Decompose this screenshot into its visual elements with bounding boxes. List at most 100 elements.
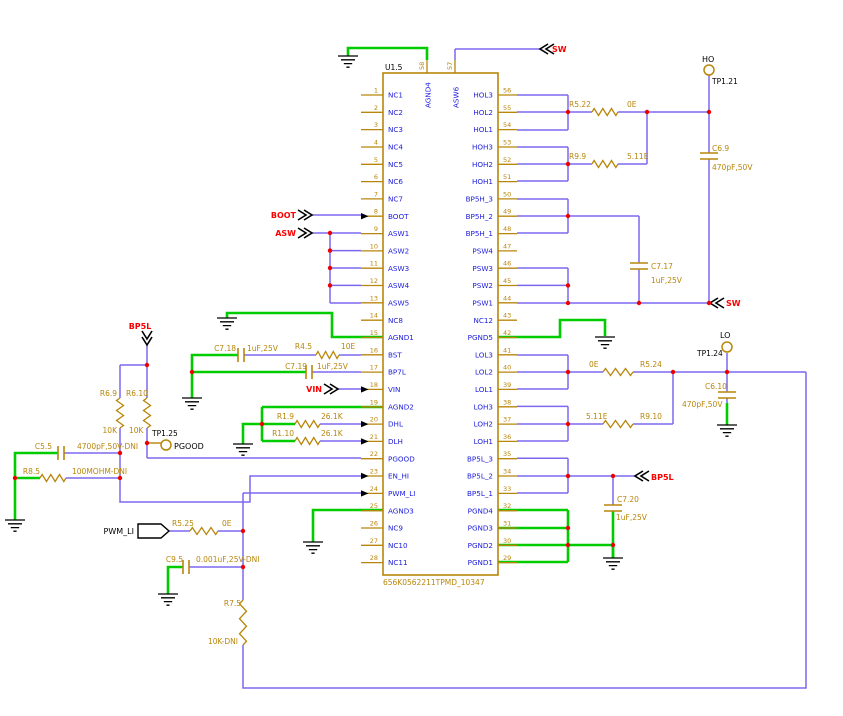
component-value: 0E	[589, 360, 599, 369]
gnd-wire-c5-5-r8-5	[13, 451, 58, 520]
pin-name: HOL2	[473, 108, 493, 117]
ground-symbol	[217, 317, 237, 330]
component-refdes: C6.10	[705, 382, 727, 391]
pin-number: 4	[374, 139, 378, 147]
pin-name: HOH1	[472, 177, 493, 186]
pin-name: BOOT	[388, 212, 409, 221]
net-label-asw: ASW	[275, 229, 296, 238]
pin-number: 11	[370, 260, 378, 268]
pin-number: 37	[503, 416, 511, 424]
component-refdes: R9.9	[569, 152, 586, 161]
pin-name: LOH2	[474, 420, 493, 429]
pin-number: 22	[370, 450, 378, 458]
connector-chevron-asw	[297, 227, 314, 239]
pin-name: LOH3	[474, 402, 493, 411]
capacitor-c9-5	[182, 560, 190, 574]
test-point-tp1-24	[721, 341, 733, 353]
pin-name: ASW3	[388, 264, 409, 273]
junction-dot	[636, 300, 642, 306]
test-point-net-label: LO	[720, 331, 730, 340]
pin-number: 47	[503, 242, 511, 250]
capacitor-c6-9	[700, 152, 718, 160]
component-value: 470pF,50V	[712, 163, 753, 172]
component-value: 10K	[103, 426, 119, 435]
pin-number: 1	[374, 87, 378, 95]
wire-bp5l-right	[517, 457, 635, 505]
port-label-pwm-li: PWM_LI	[104, 527, 134, 536]
pin-number: 41	[503, 346, 511, 354]
pin-name: LOL3	[475, 350, 493, 359]
pin-number: 32	[503, 502, 511, 510]
ic-part-number: 656K0562211TPMD_10347	[383, 578, 485, 587]
pin-number: 27	[370, 537, 378, 545]
pin-number: 42	[503, 329, 511, 337]
pin-number: 51	[503, 173, 511, 181]
pin-name: ASW4	[388, 281, 410, 290]
connector-chevron-boot	[297, 209, 314, 221]
net-label-bp5l: BP5L	[651, 473, 674, 482]
wire-lol	[517, 354, 806, 390]
resistor-r1-10	[294, 436, 321, 446]
pin-number: 20	[370, 416, 378, 424]
resistor-r9-10	[602, 419, 634, 429]
ic-refdes: U1.5	[385, 63, 403, 72]
pin-number: 21	[370, 433, 378, 441]
pin-name: VIN	[388, 385, 400, 394]
component-value: 10K-DNI	[208, 637, 238, 646]
component-refdes: R5.25	[172, 519, 194, 528]
component-value: 1uF,25V	[317, 362, 349, 371]
pin-name: PGND4	[468, 506, 494, 515]
pin-name: PGND2	[468, 541, 493, 550]
resistor-r6-9	[115, 397, 125, 429]
pin-number: 58	[418, 62, 426, 70]
junction-dot	[327, 230, 333, 236]
pin-name: BP5H_3	[466, 195, 493, 204]
pin-name: NC6	[388, 177, 403, 186]
pin-number: 15	[370, 329, 378, 337]
pin-name: DLH	[388, 437, 403, 446]
ground-symbol	[182, 397, 202, 410]
net-label-sw: SW	[552, 45, 567, 54]
pin-input-arrow	[361, 386, 369, 393]
capacitor-c7-20	[604, 504, 622, 512]
capacitor-c7-18	[237, 348, 245, 362]
component-value: 5.11E	[586, 412, 608, 421]
pin-name: NC9	[388, 524, 403, 533]
test-point-tp1-21	[703, 64, 715, 76]
pin-name: LOL2	[475, 368, 493, 377]
component-value: 0E	[627, 100, 637, 109]
component-refdes: R7.5	[224, 599, 241, 608]
ground-symbol	[233, 443, 253, 456]
component-refdes: C6.9	[712, 144, 729, 153]
pin-number: 9	[374, 225, 378, 233]
wire-bp5l-pullups	[119, 345, 148, 478]
pin-name: BP5L_2	[467, 472, 493, 481]
component-value: 100MOHM-DNI	[72, 467, 127, 476]
component-value: 26.1K	[321, 412, 344, 421]
component-value: 0.001uF,25V-DNI	[196, 555, 259, 564]
pin-name: EN_HI	[388, 472, 409, 481]
pin-name: NC1	[388, 91, 403, 100]
pin-name: LOH1	[474, 437, 493, 446]
test-point-net-label: HO	[702, 55, 714, 64]
pin-name: PSW4	[472, 247, 493, 256]
pin-number: 33	[503, 485, 511, 493]
junction-dot	[144, 440, 150, 446]
pin-name: ASW2	[388, 247, 409, 256]
pin-name: BP5L_1	[467, 489, 493, 498]
ground-symbol	[595, 336, 615, 349]
junction-dot	[706, 300, 712, 306]
junction-dot	[565, 161, 571, 167]
component-refdes: R5.24	[640, 360, 662, 369]
pin-number: 46	[503, 260, 511, 268]
component-refdes: C7.20	[617, 495, 639, 504]
component-refdes: C7.19	[285, 362, 307, 371]
pin-name: NC7	[388, 195, 403, 204]
pin-name: HOH2	[472, 160, 493, 169]
connector-chevron-sw-top	[538, 43, 555, 55]
connector-chevron-vin	[323, 383, 340, 395]
test-point-tp1-25	[160, 439, 172, 451]
